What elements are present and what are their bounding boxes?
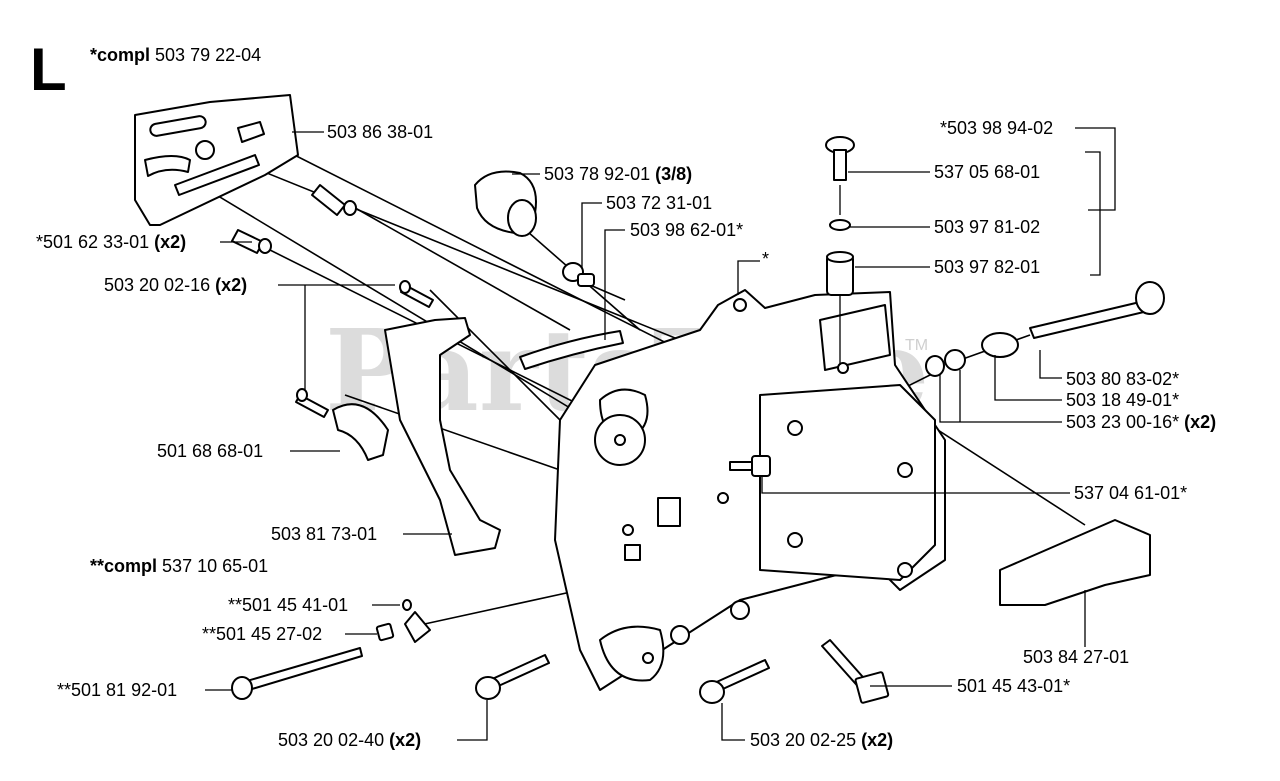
label-537-04-61-01: 537 04 61-01*	[1074, 483, 1187, 503]
assembly-compl-heading: *compl 503 79 22-04	[90, 45, 261, 65]
chain-guard-piece	[332, 403, 389, 461]
label-501-45-27-02: **501 45 27-02	[202, 624, 322, 644]
assembly-compl2-prefix: **compl	[90, 556, 157, 576]
sleeves	[231, 184, 357, 254]
small-bolt	[562, 262, 595, 287]
t-bolt	[821, 639, 890, 704]
label-503-23-00-16: 503 23 00-16* (x2)	[1066, 412, 1216, 432]
tension-block	[999, 519, 1151, 606]
assembly-compl-number: 503 79 22-04	[155, 45, 261, 65]
tensioner-bolt	[231, 599, 431, 700]
section-letter: L	[30, 36, 67, 103]
label-501-68-68-01: 501 68 68-01	[157, 441, 263, 461]
guide-bar-plate	[134, 94, 299, 226]
adjusting-screw	[925, 281, 1165, 377]
label-503-86-38-01: 503 86 38-01	[327, 122, 433, 142]
long-plate	[384, 317, 501, 556]
label-503-84-27-01: 503 84 27-01	[1023, 647, 1129, 667]
screws-upper	[295, 280, 434, 418]
assembly-compl2-number: 537 10 65-01	[162, 556, 268, 576]
pin-part	[729, 455, 771, 477]
label-501-81-92-01: **501 81 92-01	[57, 680, 177, 700]
label-503-98-94-02: *503 98 94-02	[940, 118, 1053, 138]
exploded-drawing	[134, 94, 1165, 704]
assembly-compl2-heading: **compl 537 10 65-01	[90, 556, 268, 576]
label-asterisk: *	[762, 249, 769, 269]
label-503-80-83-02: 503 80 83-02*	[1066, 369, 1179, 389]
label-503-97-82-01: 503 97 82-01	[934, 257, 1040, 277]
lower-screws	[475, 654, 770, 704]
label-503-20-02-25: 503 20 02-25 (x2)	[750, 730, 893, 750]
label-503-18-49-01: 503 18 49-01*	[1066, 390, 1179, 410]
tensioner-stack	[825, 136, 855, 365]
watermark-tm: TM	[905, 337, 928, 354]
label-503-72-31-01: 503 72 31-01	[606, 193, 712, 213]
label-503-20-02-16: 503 20 02-16 (x2)	[104, 275, 247, 295]
label-501-62-33-01: *501 62 33-01 (x2)	[36, 232, 186, 252]
label-501-45-41-01: **501 45 41-01	[228, 595, 348, 615]
main-housing	[554, 289, 946, 691]
spring-bar	[519, 330, 624, 370]
label-501-45-43-01: 501 45 43-01*	[957, 676, 1070, 696]
leader-lines	[205, 127, 1116, 741]
label-503-20-02-40: 503 20 02-40 (x2)	[278, 730, 421, 750]
label-537-05-68-01: 537 05 68-01	[934, 162, 1040, 182]
plug-part	[474, 170, 537, 237]
assembly-compl-prefix: *compl	[90, 45, 150, 65]
label-503-98-62-01: 503 98 62-01*	[630, 220, 743, 240]
label-503-78-92-01: 503 78 92-01 (3/8)	[544, 164, 692, 184]
label-503-97-81-02: 503 97 81-02	[934, 217, 1040, 237]
label-503-81-73-01: 503 81 73-01	[271, 524, 377, 544]
part-labels: 503 86 38-01 *501 62 33-01 (x2) 503 20 0…	[36, 118, 1216, 750]
